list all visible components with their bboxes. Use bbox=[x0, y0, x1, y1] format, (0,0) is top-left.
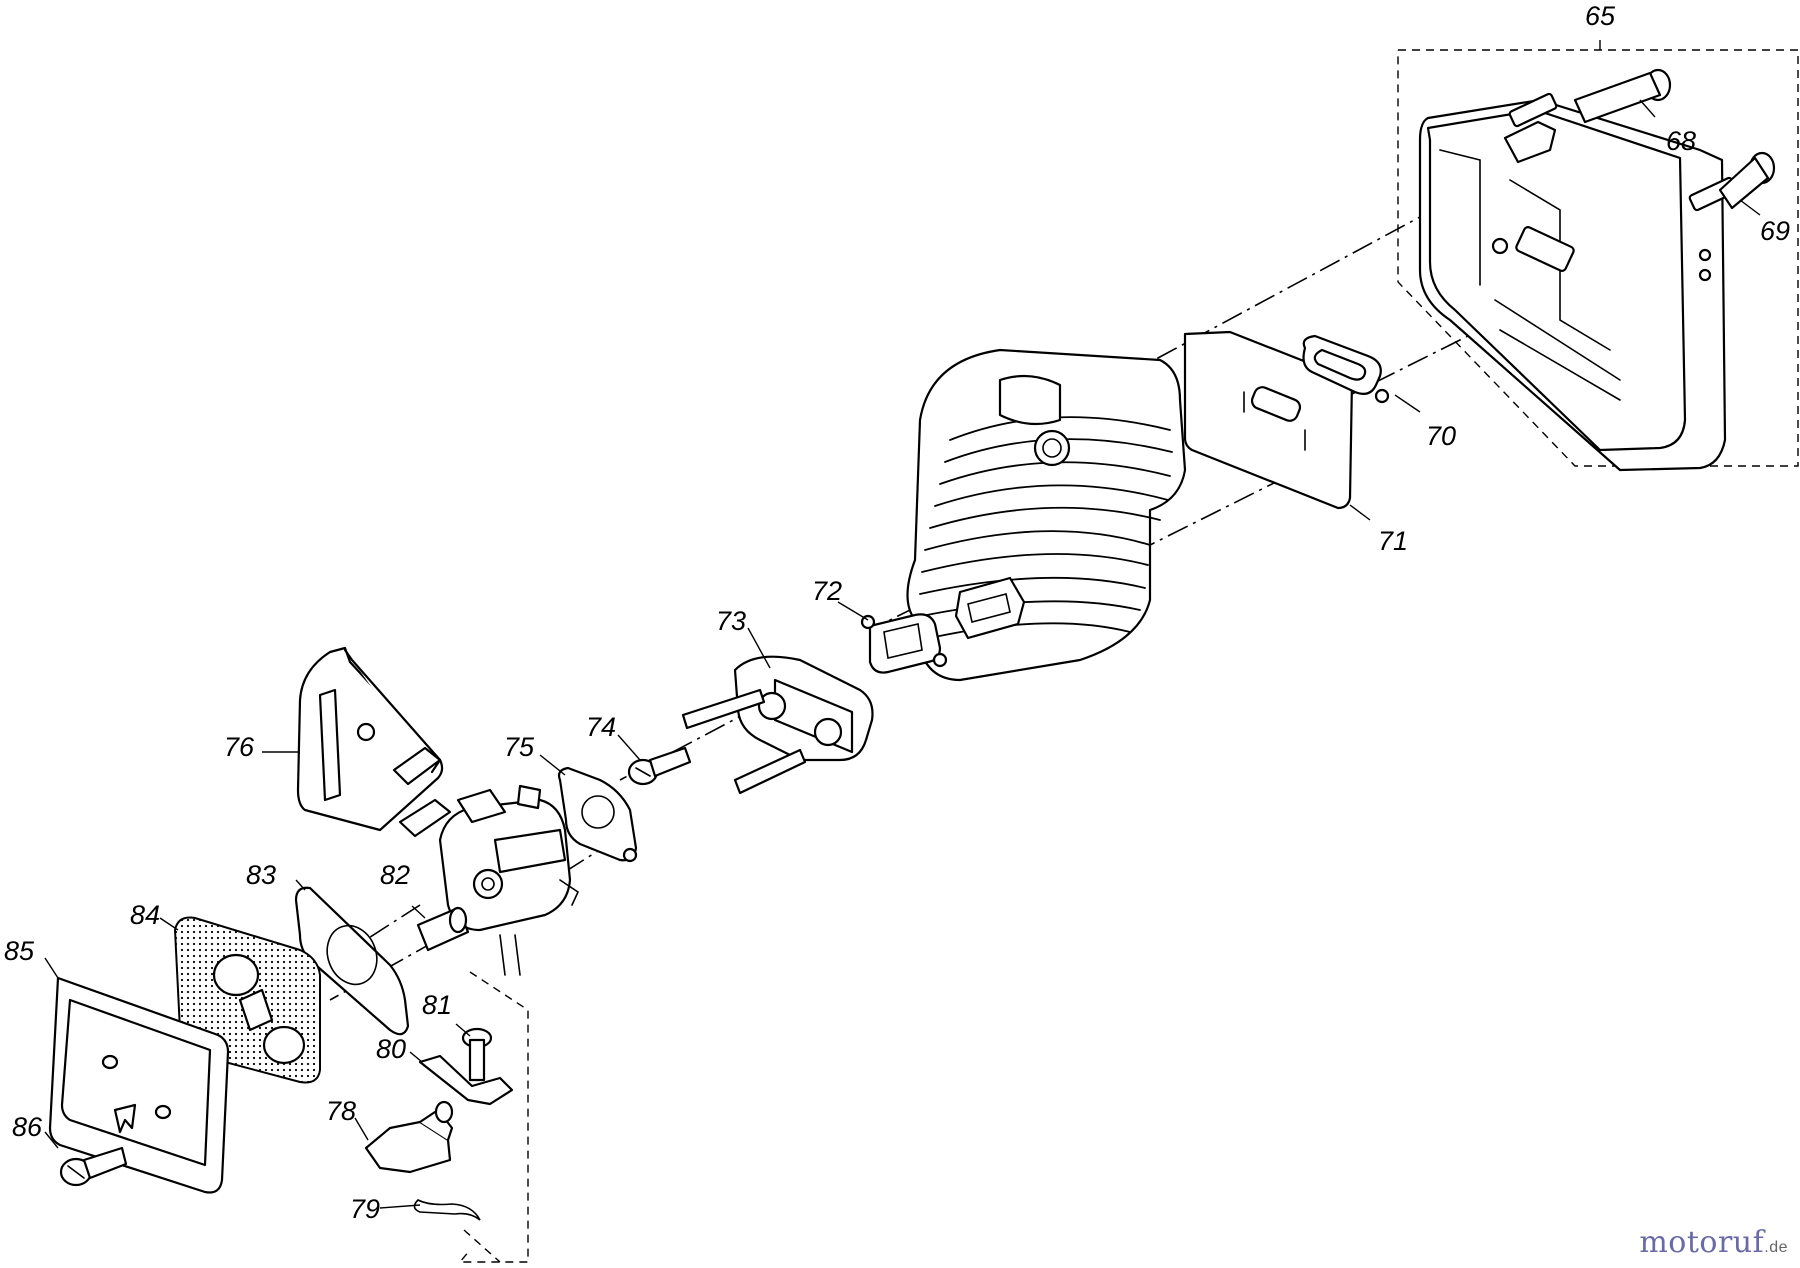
muffler-front-shell bbox=[1426, 108, 1687, 452]
lever-80 bbox=[418, 1054, 514, 1106]
callout-75: 75 bbox=[504, 732, 535, 762]
carburetor-gasket bbox=[557, 766, 638, 863]
screw-81 bbox=[461, 1027, 493, 1082]
callout-78: 78 bbox=[326, 1096, 356, 1126]
callout-68: 68 bbox=[1666, 126, 1696, 156]
lever-78 bbox=[364, 1100, 454, 1174]
manifold-stud-upper bbox=[681, 688, 766, 730]
exhaust-gasket bbox=[1302, 334, 1390, 404]
manifold-stud-lower bbox=[733, 748, 807, 795]
callout-70: 70 bbox=[1426, 421, 1456, 451]
intake-manifold bbox=[733, 655, 874, 762]
watermark-text: motoruf bbox=[1639, 1225, 1765, 1260]
carburetor bbox=[438, 784, 580, 976]
heat-shield-plate bbox=[1183, 330, 1354, 510]
callout-80: 80 bbox=[376, 1034, 406, 1064]
screw-74 bbox=[627, 746, 692, 786]
callout-69: 69 bbox=[1760, 216, 1790, 246]
callout-85: 85 bbox=[4, 936, 35, 966]
callout-79: 79 bbox=[350, 1194, 380, 1224]
callout-82: 82 bbox=[380, 860, 410, 890]
screw-86 bbox=[59, 1146, 128, 1187]
callout-74: 74 bbox=[586, 712, 616, 742]
callout-76: 76 bbox=[224, 732, 255, 762]
callout-83: 83 bbox=[246, 860, 276, 890]
muffler-top-tab bbox=[1503, 120, 1557, 164]
callout-73: 73 bbox=[716, 606, 746, 636]
spring-clip-79 bbox=[413, 1199, 481, 1221]
callout-86: 86 bbox=[12, 1112, 43, 1142]
spacer-sleeve bbox=[416, 906, 470, 952]
callout-72: 72 bbox=[812, 576, 842, 606]
choke-shaft-sleeves bbox=[392, 746, 452, 838]
callout-81: 81 bbox=[422, 990, 452, 1020]
watermark-logo: motoruf.de bbox=[1639, 1225, 1788, 1260]
callout-71: 71 bbox=[1378, 526, 1408, 556]
leader-lines bbox=[44, 40, 1761, 1209]
air-filter-bracket bbox=[296, 646, 444, 832]
watermark-domain: .de bbox=[1764, 1239, 1788, 1256]
muffler-bolt-69 bbox=[1688, 151, 1776, 212]
linkage-group-bracket bbox=[458, 971, 529, 1263]
callout-84: 84 bbox=[130, 900, 160, 930]
muffler-bolt-68 bbox=[1508, 68, 1672, 128]
callout-65: 65 bbox=[1585, 1, 1616, 31]
callout-labels: 65 68 69 70 71 72 73 74 75 76 83 82 84 8… bbox=[4, 1, 1790, 1224]
air-filter-cover bbox=[48, 976, 230, 1194]
cylinder bbox=[906, 348, 1187, 682]
muffler-assembly bbox=[1397, 49, 1799, 472]
